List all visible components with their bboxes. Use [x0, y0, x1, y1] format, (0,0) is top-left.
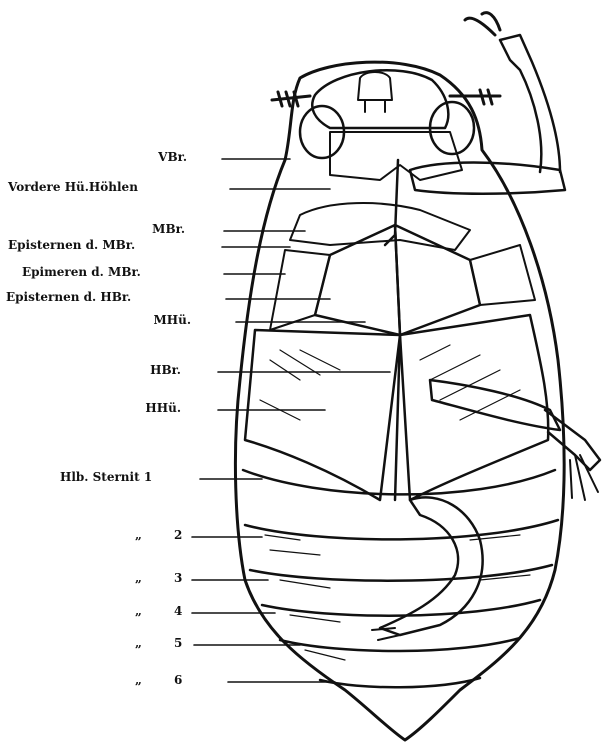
label-sternit-2: 2: [174, 528, 182, 542]
label-episternen-mbr: Episternen d. MBr.: [8, 238, 135, 252]
label-sternit-6-ditto: „: [135, 673, 142, 687]
hind-coxa-right: [400, 315, 548, 500]
label-hbr: HBr.: [150, 363, 181, 377]
label-sternit-2-ditto: „: [135, 528, 142, 542]
abdomen-sternite-6: [320, 678, 480, 687]
mouthparts: [358, 72, 392, 112]
front-leg-tibia: [500, 35, 560, 172]
label-mhue: MHü.: [153, 313, 191, 327]
mesepisternum: [270, 250, 330, 330]
abdomen-sternite-2: [245, 520, 558, 539]
metepisternum: [470, 245, 535, 305]
label-sternit-4: 4: [174, 604, 182, 618]
front-leg-claw: [465, 13, 500, 35]
abdomen-sternite-1: [243, 470, 555, 494]
label-hhue: HHü.: [145, 401, 181, 415]
label-epimeren-mbr: Epimeren d. MBr.: [22, 265, 141, 279]
label-sternit-3: 3: [174, 571, 182, 585]
label-sternit-5: 5: [174, 636, 182, 650]
label-sternit-6: 6: [174, 673, 182, 687]
abdomen-shading: [265, 535, 530, 660]
mesosternum: [290, 203, 470, 250]
label-mbr: MBr.: [152, 222, 185, 236]
label-episternen-hbr: Episternen d. HBr.: [6, 290, 131, 304]
hind-coxa-left: [245, 330, 400, 500]
hind-leg-femur: [430, 380, 560, 430]
abdomen-sternite-4: [262, 600, 540, 616]
label-sternit-3-ditto: „: [135, 571, 142, 585]
hind-leg-tarsus: [570, 455, 598, 500]
abdomen-sternite-3: [250, 565, 552, 581]
abdomen-sternite-5: [280, 638, 520, 651]
label-sternit-4-ditto: „: [135, 604, 142, 618]
left-antenna: [272, 92, 310, 106]
label-vbr: VBr.: [158, 150, 187, 164]
label-vordere-hueftoehlen: Vordere Hü.Höhlen: [8, 180, 138, 194]
prosternum: [330, 132, 462, 180]
label-hlb-sternit-1: Hlb. Sternit 1: [60, 470, 152, 484]
label-sternit-5-ditto: „: [135, 636, 142, 650]
